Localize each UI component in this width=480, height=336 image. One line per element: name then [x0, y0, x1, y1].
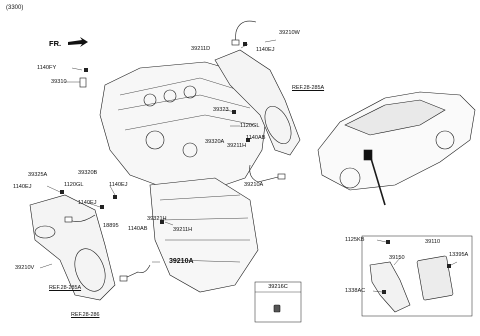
o2-wire-top	[234, 20, 257, 43]
exhaust-manifold-right	[214, 49, 301, 156]
part-label[interactable]: 1140AB	[246, 135, 266, 141]
catalog-number: (3300)	[6, 5, 24, 11]
part-label[interactable]: 39320A	[205, 139, 225, 145]
part-label[interactable]: 1120GL	[240, 123, 260, 129]
o2-wire-bottom	[124, 264, 151, 279]
part-label[interactable]: 1140EJ	[256, 47, 275, 53]
part-label[interactable]: 39321H	[147, 216, 167, 222]
part-label[interactable]: 1140EJ	[109, 182, 128, 188]
part-label[interactable]: 39325A	[28, 172, 48, 178]
car-icon	[317, 91, 476, 191]
part-label[interactable]: 13395A	[449, 252, 469, 258]
engine-block	[99, 61, 269, 191]
part-label[interactable]: 18895	[103, 223, 119, 229]
part-label[interactable]: 39210W	[279, 30, 300, 36]
part-label[interactable]: 39211H	[173, 227, 193, 233]
part-label[interactable]: 39323	[213, 107, 229, 113]
part-label[interactable]: 1120GL	[64, 182, 84, 188]
part-label[interactable]: 39210V	[15, 265, 35, 271]
part-label[interactable]: 1140FY	[37, 65, 57, 71]
part-label[interactable]: 39320B	[78, 170, 98, 176]
inset-part-icon	[273, 304, 281, 313]
part-label[interactable]: 39211D	[191, 46, 211, 52]
ecu-bracket	[369, 261, 411, 313]
part-label[interactable]: 39150	[389, 255, 405, 261]
inset-frame	[254, 281, 302, 323]
part-label[interactable]: 1125KB	[345, 237, 365, 243]
part-label[interactable]: 39210A	[169, 258, 194, 265]
ref-label[interactable]: REF.28-285A	[49, 285, 82, 291]
bolt-icon	[60, 42, 451, 294]
part-label[interactable]: 1140AB	[128, 226, 148, 232]
ref-label[interactable]: REF.28-286	[71, 312, 100, 318]
part-label[interactable]: 1140EJ	[78, 200, 97, 206]
part-label[interactable]: 39210A	[244, 182, 264, 188]
connector-icon	[64, 39, 286, 282]
ref-label[interactable]: REF.28-285A	[292, 85, 325, 91]
part-label[interactable]: 1338AC	[345, 288, 366, 294]
part-label[interactable]: 1140EJ	[13, 184, 32, 190]
ecu-icon	[416, 255, 454, 301]
o2-wire-mid	[249, 164, 283, 183]
part-label[interactable]: 39310	[51, 79, 67, 85]
front-arrow-icon	[68, 37, 88, 47]
part-label[interactable]: 39211H	[227, 143, 247, 149]
exhaust-manifold-left	[29, 194, 116, 301]
ecu-group-frame	[361, 235, 473, 317]
part-label[interactable]: 39110	[425, 239, 441, 245]
inset-part-label[interactable]: 39216C	[268, 284, 288, 290]
direction-label: FR.	[49, 39, 62, 48]
transmission	[149, 177, 259, 293]
